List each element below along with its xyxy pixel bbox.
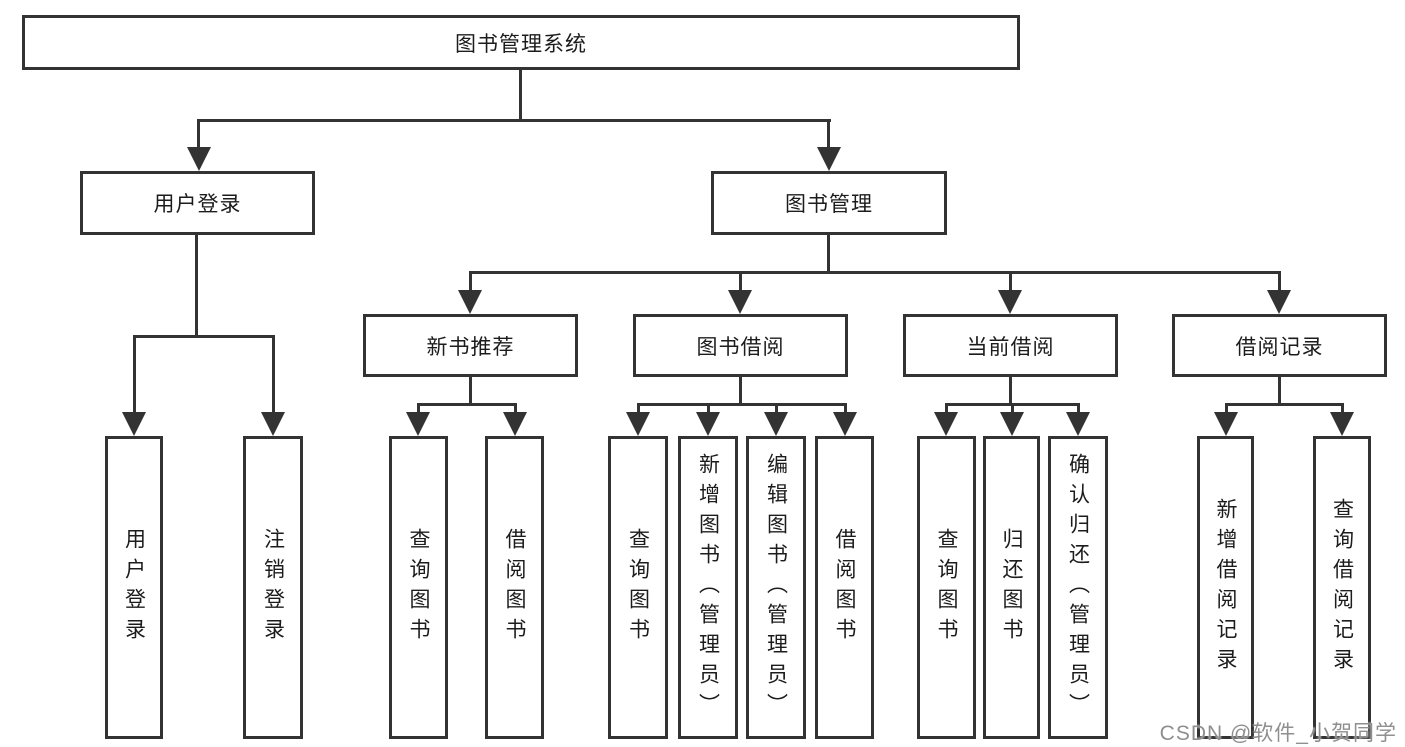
arrowhead-new-book — [458, 290, 482, 314]
edge-new-book-bar — [417, 403, 517, 406]
edge-user-login-bar — [133, 335, 275, 338]
node-book-management: 图书管理 — [711, 171, 947, 235]
leaf-borrow-query-books: 查询图书 — [608, 436, 668, 739]
edge-to-new-book — [469, 271, 472, 291]
edge-root-stem — [519, 70, 522, 119]
arrowhead-bb-leaf2 — [696, 412, 720, 436]
arrowhead-nb-leaf2 — [503, 412, 527, 436]
edge-current-borrow-stem — [1009, 377, 1012, 406]
leaf-return-books: 归还图书 — [983, 436, 1040, 739]
arrowhead-nb-leaf1 — [406, 412, 430, 436]
leaf-recommend-borrow-books-label: 借阅图书 — [503, 527, 526, 648]
edge-bb-leaf3 — [775, 403, 778, 413]
leaf-edit-books-admin: 编辑图书（管理员） — [746, 436, 806, 739]
arrowhead-cb-leaf2 — [1000, 412, 1024, 436]
leaf-user-login: 用户登录 — [105, 436, 163, 739]
edge-cb-leaf2 — [1011, 403, 1014, 413]
edge-br-leaf1 — [1225, 403, 1228, 413]
edge-to-leaf-logout — [272, 335, 275, 413]
edge-to-user-login — [197, 119, 200, 148]
leaf-add-borrow-record-label: 新增借阅记录 — [1214, 497, 1237, 678]
edge-borrow-records-stem — [1278, 377, 1281, 406]
edge-to-current-borrow — [1009, 271, 1012, 291]
arrowhead-cb-leaf1 — [934, 412, 958, 436]
arrowhead-bb-leaf1 — [626, 412, 650, 436]
arrowhead-bb-leaf4 — [833, 412, 857, 436]
leaf-add-borrow-record: 新增借阅记录 — [1197, 436, 1254, 739]
node-borrow-records: 借阅记录 — [1172, 314, 1387, 377]
edge-br-leaf2 — [1341, 403, 1344, 413]
arrowhead-book-borrow — [728, 290, 752, 314]
leaf-borrow-books-label: 借阅图书 — [833, 527, 856, 648]
leaf-return-books-label: 归还图书 — [1000, 527, 1023, 648]
node-book-borrow: 图书借阅 — [633, 314, 848, 377]
arrowhead-br-leaf2 — [1330, 412, 1354, 436]
leaf-borrow-books: 借阅图书 — [815, 436, 874, 739]
edge-borrow-records-bar — [1225, 403, 1344, 406]
node-library-system: 图书管理系统 — [22, 15, 1020, 70]
edge-to-leaf-user-login — [133, 335, 136, 413]
edge-nb-leaf2 — [514, 403, 517, 413]
leaf-confirm-return-admin: 确认归还（管理员） — [1048, 436, 1108, 739]
edge-to-book-management — [827, 119, 830, 148]
leaf-edit-books-admin-label: 编辑图书（管理员） — [764, 452, 788, 723]
edge-book-mgmt-bar — [469, 271, 1281, 274]
edge-cb-leaf1 — [945, 403, 948, 413]
edge-book-borrow-bar — [637, 403, 847, 406]
leaf-add-books-admin-label: 新增图书（管理员） — [696, 452, 720, 723]
arrowhead-br-leaf1 — [1214, 412, 1238, 436]
leaf-logout: 注销登录 — [243, 436, 303, 739]
edge-bb-leaf2 — [707, 403, 710, 413]
leaf-confirm-return-admin-label: 确认归还（管理员） — [1066, 452, 1090, 723]
leaf-add-books-admin: 新增图书（管理员） — [678, 436, 738, 739]
arrowhead-user-login — [187, 147, 211, 171]
csdn-watermark: CSDN @软件_小贺同学 — [1159, 722, 1397, 745]
arrowhead-leaf-user-login — [122, 412, 146, 436]
edge-nb-leaf1 — [417, 403, 420, 413]
leaf-recommend-query-books: 查询图书 — [389, 436, 448, 739]
leaf-current-query-books: 查询图书 — [917, 436, 976, 739]
leaf-recommend-borrow-books: 借阅图书 — [485, 436, 544, 739]
edge-book-mgmt-stem — [827, 235, 830, 273]
edge-bb-leaf4 — [844, 403, 847, 413]
edge-book-borrow-stem — [739, 377, 742, 406]
leaf-query-borrow-record: 查询借阅记录 — [1313, 436, 1371, 739]
arrowhead-leaf-logout — [261, 412, 285, 436]
node-current-borrow: 当前借阅 — [903, 314, 1118, 377]
leaf-current-query-books-label: 查询图书 — [935, 527, 958, 648]
edge-new-book-stem — [469, 377, 472, 406]
edge-to-borrow-records — [1278, 271, 1281, 291]
leaf-user-login-label: 用户登录 — [122, 527, 146, 648]
edge-cb-leaf3 — [1077, 403, 1080, 413]
edge-bb-leaf1 — [637, 403, 640, 413]
edge-user-login-stem — [195, 235, 198, 337]
leaf-logout-label: 注销登录 — [261, 527, 285, 648]
edge-to-book-borrow — [739, 271, 742, 291]
edge-root-bar — [197, 119, 831, 122]
leaf-query-borrow-record-label: 查询借阅记录 — [1330, 497, 1354, 678]
arrowhead-bb-leaf3 — [764, 412, 788, 436]
node-new-book-recommend: 新书推荐 — [363, 314, 578, 377]
node-user-login: 用户登录 — [80, 171, 315, 235]
arrowhead-current-borrow — [998, 290, 1022, 314]
arrowhead-book-management — [817, 147, 841, 171]
arrowhead-borrow-records — [1267, 290, 1291, 314]
leaf-recommend-query-books-label: 查询图书 — [407, 527, 430, 648]
leaf-borrow-query-books-label: 查询图书 — [626, 527, 650, 648]
arrowhead-cb-leaf3 — [1066, 412, 1090, 436]
